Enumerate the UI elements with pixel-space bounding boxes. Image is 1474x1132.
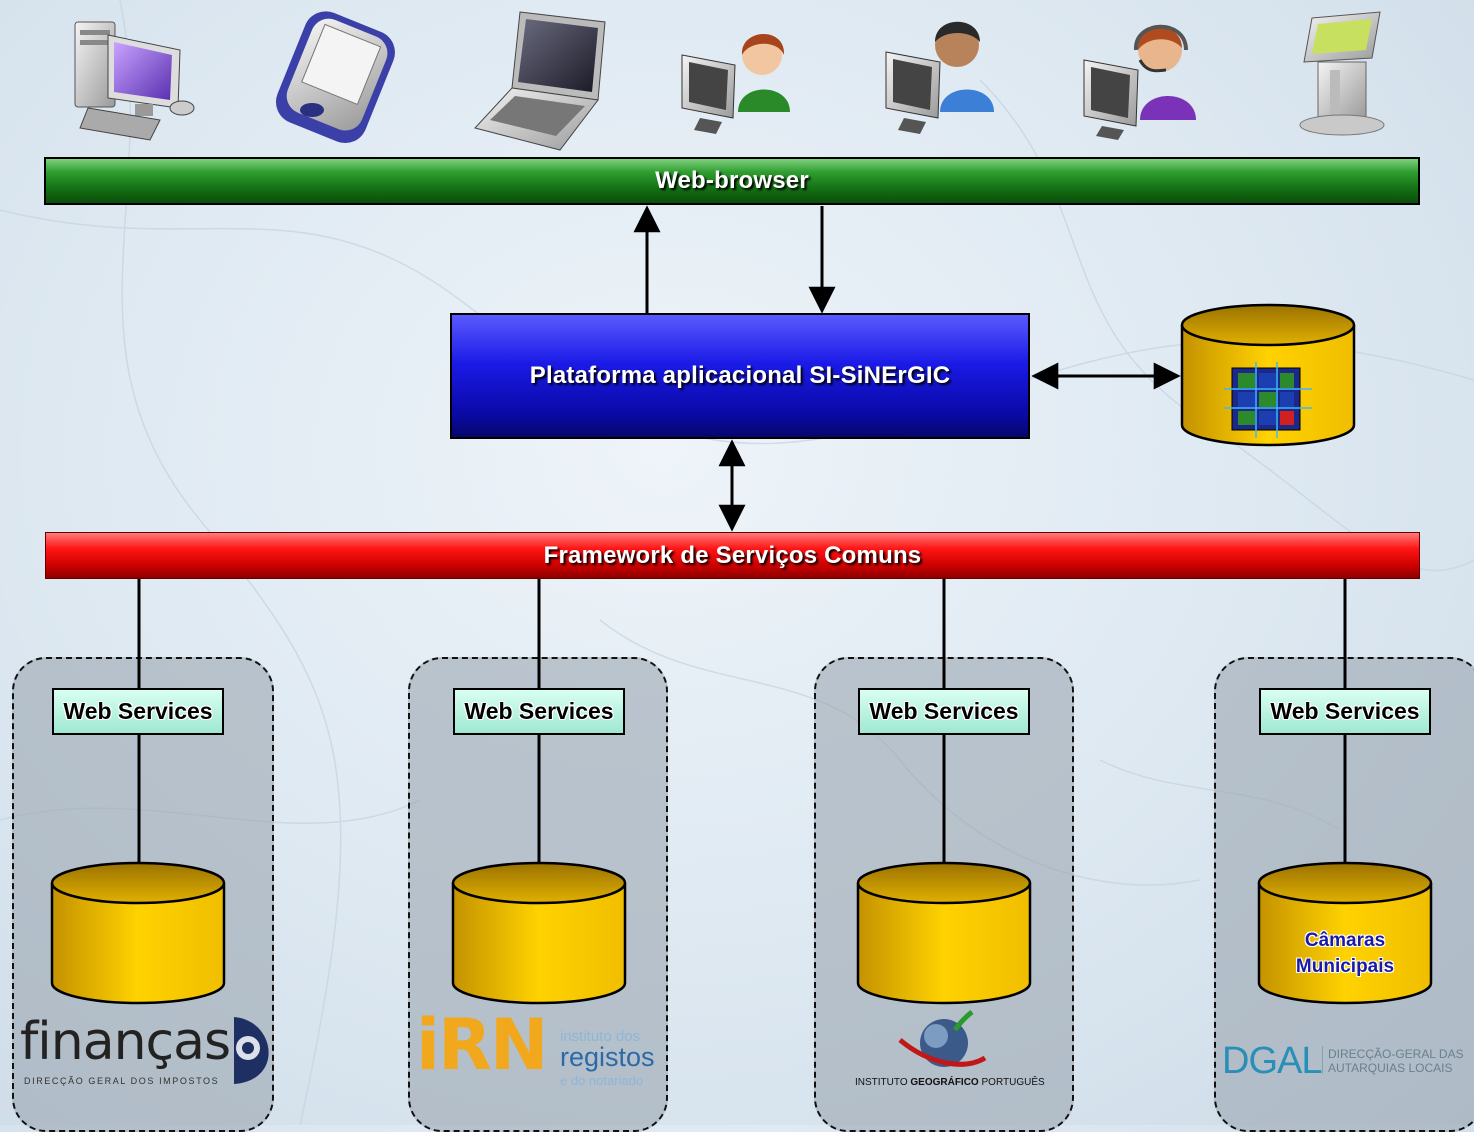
web-services-label: Web Services	[869, 698, 1019, 724]
database-irn-icon	[451, 861, 627, 1005]
irn-logo-line2: registos	[560, 1042, 655, 1072]
dgal-logo-name: DGAL	[1222, 1040, 1322, 1082]
dgal-logo-divider	[1322, 1046, 1323, 1074]
database-financas-icon	[50, 861, 226, 1005]
igp-logo-bold: GEOGRÁFICO	[910, 1077, 979, 1088]
camaras-db-line2: Municipais	[1295, 956, 1395, 977]
web-services-label: Web Services	[1270, 698, 1420, 724]
irn-logo-line3: e do notariado	[560, 1073, 644, 1088]
web-services-label: Web Services	[63, 698, 213, 724]
database-camaras-icon	[1257, 861, 1433, 1005]
web-services-label: Web Services	[464, 698, 614, 724]
web-browser-bar: Web-browser	[44, 157, 1420, 205]
igp-logo-text: INSTITUTO GEOGRÁFICO PORTUGUÊS	[855, 1077, 1045, 1088]
irn-logo-mark: iRN	[416, 1004, 548, 1086]
dgal-logo-line2: AUTARQUIAS LOCAIS	[1328, 1061, 1453, 1075]
igp-logo-suffix: PORTUGUÊS	[981, 1077, 1045, 1088]
financas-logo-tagline: DIRECÇÃO GERAL DOS IMPOSTOS	[24, 1076, 220, 1086]
laptop-icon	[474, 11, 606, 151]
dgal-logo-line1: DIRECÇÃO-GERAL DAS	[1328, 1047, 1464, 1061]
user-female-icon	[681, 33, 790, 134]
device-icons	[74, 11, 1385, 151]
framework-label: Framework de Serviços Comuns	[543, 541, 922, 569]
kiosk-icon	[1299, 11, 1385, 136]
web-browser-label: Web-browser	[655, 167, 809, 194]
web-services-box-igp: Web Services	[858, 688, 1030, 735]
desktop-computer-icon	[74, 21, 195, 141]
financas-emblem-icon	[234, 1017, 269, 1084]
camaras-db-line1: Câmaras	[1304, 930, 1386, 951]
web-services-box-irn: Web Services	[453, 688, 625, 735]
igp-logo-prefix: INSTITUTO	[855, 1077, 908, 1088]
group-connectors	[137, 579, 1347, 880]
igp-globe-icon	[898, 1010, 987, 1067]
sig-database-icon	[1180, 303, 1356, 447]
web-services-box-dgal: Web Services	[1259, 688, 1431, 735]
call-center-agent-icon	[1083, 24, 1196, 140]
web-services-box-financas: Web Services	[52, 688, 224, 735]
framework-bar: Framework de Serviços Comuns	[45, 532, 1420, 579]
user-male-icon	[885, 21, 994, 134]
database-igp-icon	[856, 861, 1032, 1005]
pda-icon	[275, 11, 395, 144]
camaras-db-label: Câmaras Municipais	[1259, 928, 1431, 980]
financas-logo-name: finanças	[20, 1012, 231, 1072]
irn-logo-line1: instituto dos	[560, 1028, 641, 1045]
platform-box: Plataforma aplicacional SI-SiNErGIC	[450, 313, 1030, 439]
platform-label: Plataforma aplicacional SI-SiNErGIC	[529, 362, 951, 389]
